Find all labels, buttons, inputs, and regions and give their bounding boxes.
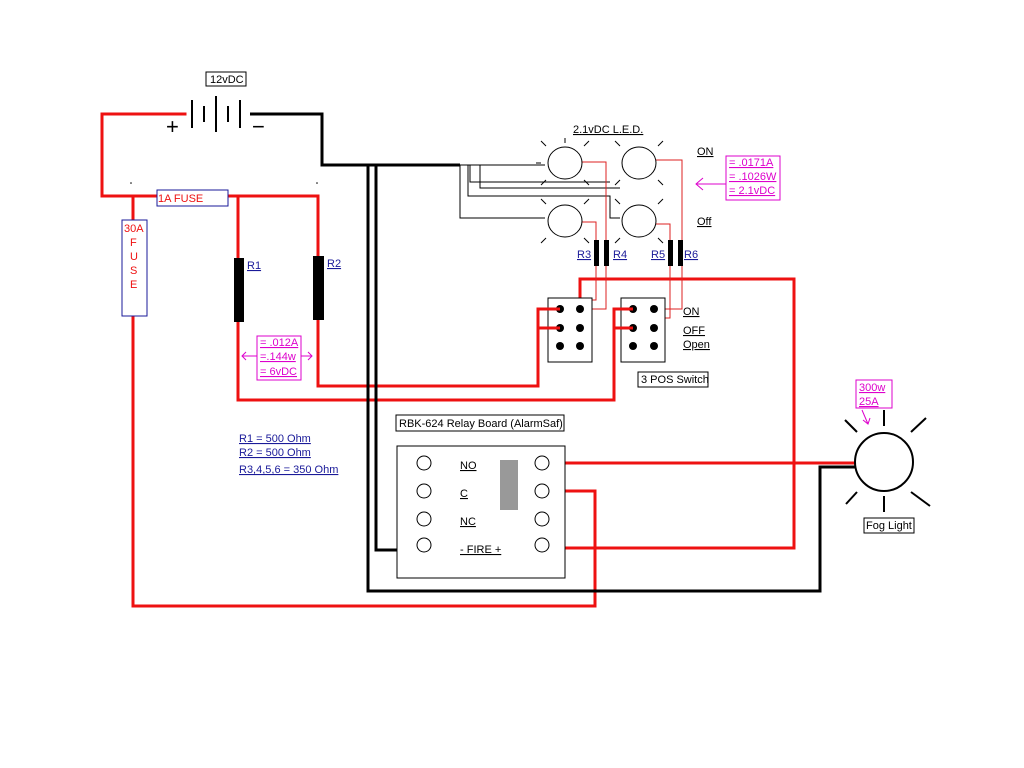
r-annotation-current: = .012A	[260, 337, 299, 349]
led-annotation-voltage: = 2.1vDC	[729, 185, 775, 197]
r-annotation: = .012A =.144w = 6vDC	[241, 335, 313, 381]
led-resistors	[594, 240, 683, 266]
led-on-label: ON	[697, 146, 714, 158]
relay-terminals-right	[534, 455, 550, 553]
resistor-r5-label: R5	[651, 249, 665, 261]
resistor-r2-label: R2	[327, 258, 341, 270]
led-annotation-current: = .0171A	[729, 157, 774, 169]
relay-terminals-left	[416, 455, 432, 553]
relay-component	[500, 460, 518, 510]
relay-terminal-nc: NC	[460, 516, 476, 528]
fog-light-label-box	[863, 517, 915, 534]
resistor-r1	[234, 258, 244, 322]
fog-light-amps: 25A	[859, 396, 879, 408]
battery-label: 12vDC	[210, 74, 244, 86]
led-annotation-power: = .1026W	[729, 171, 777, 183]
fuse-30a-letter: E	[130, 279, 137, 291]
fuse-30a-letter: F	[130, 237, 137, 249]
resistor-r3-label: R3	[577, 249, 591, 261]
switch-title: 3 POS Switch	[641, 374, 709, 386]
resistor-r4-label: R4	[613, 249, 627, 261]
fuse-30a-box	[121, 219, 148, 317]
fog-light-lamp	[844, 410, 931, 512]
note-r1: R1 = 500 Ohm	[239, 433, 311, 445]
battery-plus: +	[166, 114, 179, 139]
fuse-30a-letter: S	[130, 265, 137, 277]
note-r2: R2 = 500 Ohm	[239, 447, 311, 459]
led-group	[536, 138, 664, 244]
fog-light-watts: 300w	[859, 382, 885, 394]
red-power-wires	[100, 112, 857, 608]
switch-pos-open: Open	[683, 339, 710, 351]
junction-dot	[130, 182, 132, 184]
switch-title-box	[637, 371, 709, 388]
relay-title-box	[395, 414, 565, 432]
relay-terminal-no: NO	[460, 460, 477, 472]
led-annotation: = .0171A = .1026W = 2.1vDC	[695, 155, 781, 201]
fuse-1a-box	[156, 189, 229, 207]
switch-pos-on: ON	[683, 306, 700, 318]
switch-pos-off: OFF	[683, 325, 705, 337]
led-off-label: Off	[697, 216, 712, 228]
thin-black-led-wires	[459, 164, 620, 219]
battery-symbol	[191, 96, 241, 132]
switch-red-stubs	[538, 307, 633, 330]
led-title: 2.1vDC L.E.D.	[573, 124, 643, 136]
battery-label-box	[205, 71, 247, 87]
resistor-r6-label: R6	[684, 249, 698, 261]
fuse-30a-letter: U	[130, 251, 138, 263]
fog-light-label: Fog Light	[866, 520, 912, 532]
relay-title: RBK-624 Relay Board (AlarmSaf)	[399, 418, 563, 430]
fog-light-annotation: 300w 25A	[855, 379, 893, 425]
relay-terminal-fire: - FIRE +	[460, 544, 501, 556]
note-r3456: R3,4,5,6 = 350 Ohm	[239, 464, 338, 476]
r-annotation-power: =.144w	[260, 351, 296, 363]
fuse-1a-label: 1A FUSE	[158, 193, 203, 205]
r-annotation-voltage: = 6vDC	[260, 366, 297, 378]
junction-dot	[316, 182, 318, 184]
relay-terminal-c: C	[460, 488, 468, 500]
fuse-30a-label: 30A	[124, 223, 144, 235]
resistor-r2	[313, 256, 324, 320]
resistor-r1-label: R1	[247, 260, 261, 272]
battery-minus: −	[252, 114, 265, 139]
